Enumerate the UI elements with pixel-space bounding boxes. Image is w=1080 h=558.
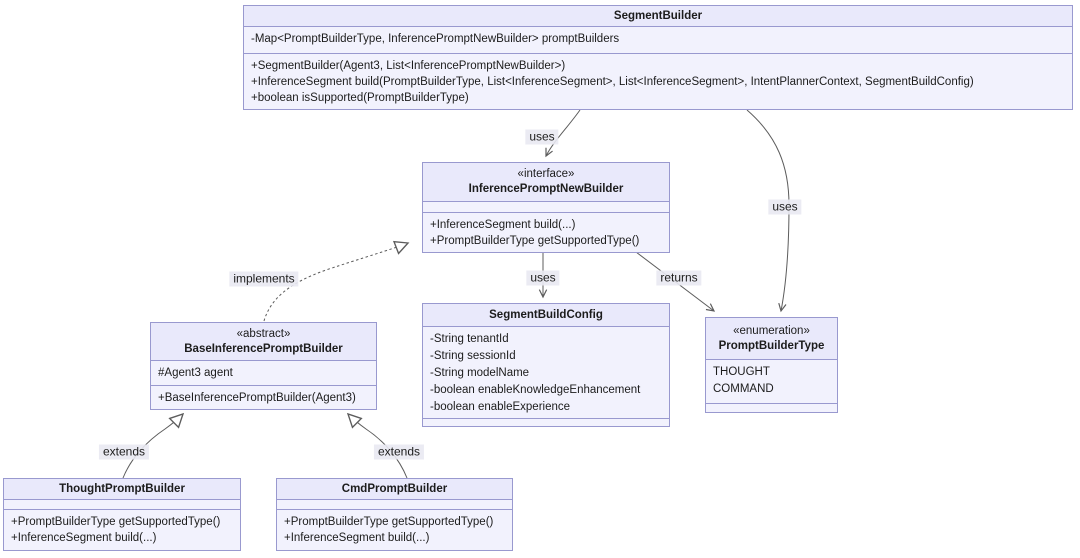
class-title: «abstract» BaseInferencePromptBuilder xyxy=(151,323,376,361)
attributes-section: #Agent3 agent xyxy=(151,361,376,386)
methods-section-empty xyxy=(706,404,837,412)
class-attribute: -boolean enableKnowledgeEnhancement xyxy=(430,384,641,396)
class-method: +SegmentBuilder(Agent3, List<InferencePr… xyxy=(251,60,566,72)
edge-segmentbuilder-uses-interface xyxy=(545,109,581,158)
class-title: «enumeration» PromptBuilderType xyxy=(706,318,837,360)
class-annotation: «enumeration» xyxy=(733,324,810,337)
attributes-section: -String tenantId -String sessionId -Stri… xyxy=(423,327,669,419)
class-title: SegmentBuildConfig xyxy=(423,304,669,327)
edge-thought-extends-base xyxy=(122,412,185,479)
class-method: +InferenceSegment build(...) xyxy=(430,219,576,231)
class-attribute: #Agent3 agent xyxy=(158,367,233,379)
attributes-section-empty xyxy=(4,500,240,510)
class-box-thought-prompt-builder: ThoughtPromptBuilder +PromptBuilderType … xyxy=(3,478,241,551)
edge-label-uses-enum: uses xyxy=(768,199,802,215)
class-attribute: -String modelName xyxy=(430,367,530,379)
class-name: BaseInferencePromptBuilder xyxy=(184,342,343,355)
methods-section-empty xyxy=(423,419,669,426)
class-annotation: «interface» xyxy=(517,168,575,180)
methods-section: +PromptBuilderType getSupportedType() +I… xyxy=(277,510,512,550)
class-method: +InferenceSegment build(...) xyxy=(284,532,430,544)
class-name: InferencePromptNewBuilder xyxy=(468,183,624,195)
methods-section: +InferenceSegment build(...) +PromptBuil… xyxy=(423,213,669,252)
class-attribute: -boolean enableExperience xyxy=(430,401,571,413)
class-title: CmdPromptBuilder xyxy=(277,479,512,500)
enum-value: COMMAND xyxy=(713,383,774,395)
class-box-inference-prompt-new-builder: «interface» InferencePromptNewBuilder +I… xyxy=(422,162,670,253)
class-method: +PromptBuilderType getSupportedType() xyxy=(11,516,221,528)
enum-values-section: THOUGHT COMMAND xyxy=(706,360,837,404)
class-box-prompt-builder-type: «enumeration» PromptBuilderType THOUGHT … xyxy=(705,317,838,413)
class-name: SegmentBuilder xyxy=(613,9,703,22)
class-box-segment-build-config: SegmentBuildConfig -String tenantId -Str… xyxy=(422,303,670,427)
class-method: +InferenceSegment build(PromptBuilderTyp… xyxy=(251,76,974,88)
class-name: ThoughtPromptBuilder xyxy=(59,482,185,495)
edge-label-returns: returns xyxy=(656,270,702,286)
methods-section: +PromptBuilderType getSupportedType() +I… xyxy=(4,510,240,550)
attributes-section-empty xyxy=(277,500,512,510)
class-annotation: «abstract» xyxy=(236,327,291,340)
class-method: +InferenceSegment build(...) xyxy=(11,532,157,544)
edge-label-implements: implements xyxy=(229,271,299,287)
class-attribute: -String sessionId xyxy=(430,350,516,362)
class-name: CmdPromptBuilder xyxy=(341,482,448,495)
edge-label-extends-cmd: extends xyxy=(373,444,425,460)
class-box-segment-builder: SegmentBuilder -Map<PromptBuilderType, I… xyxy=(243,5,1073,110)
class-box-cmd-prompt-builder: CmdPromptBuilder +PromptBuilderType getS… xyxy=(276,478,513,551)
class-method: +PromptBuilderType getSupportedType() xyxy=(430,235,640,247)
attributes-section-empty xyxy=(423,202,669,213)
edge-cmd-extends-base xyxy=(346,412,408,479)
class-attribute: -String tenantId xyxy=(430,333,509,345)
attributes-section: -Map<PromptBuilderType, InferencePromptN… xyxy=(244,27,1072,54)
methods-section: +BaseInferencePromptBuilder(Agent3) xyxy=(151,386,376,409)
class-attribute: -Map<PromptBuilderType, InferencePromptN… xyxy=(251,33,620,45)
class-name: SegmentBuildConfig xyxy=(489,308,603,321)
class-method: +BaseInferencePromptBuilder(Agent3) xyxy=(158,392,356,404)
class-title: ThoughtPromptBuilder xyxy=(4,479,240,500)
enum-value: THOUGHT xyxy=(713,366,770,378)
class-method: +boolean isSupported(PromptBuilderType) xyxy=(251,92,469,104)
class-name: PromptBuilderType xyxy=(718,339,825,352)
class-method: +PromptBuilderType getSupportedType() xyxy=(284,516,494,528)
edge-base-implements-interface xyxy=(263,240,410,322)
edge-label-uses-interface: uses xyxy=(525,129,559,145)
class-title: SegmentBuilder xyxy=(244,6,1072,27)
edge-label-uses-config: uses xyxy=(526,270,560,286)
methods-section: +SegmentBuilder(Agent3, List<InferencePr… xyxy=(244,54,1072,109)
class-box-base-inference-prompt-builder: «abstract» BaseInferencePromptBuilder #A… xyxy=(150,322,377,410)
edge-label-extends-thought: extends xyxy=(98,444,150,460)
class-title: «interface» InferencePromptNewBuilder xyxy=(423,163,669,202)
